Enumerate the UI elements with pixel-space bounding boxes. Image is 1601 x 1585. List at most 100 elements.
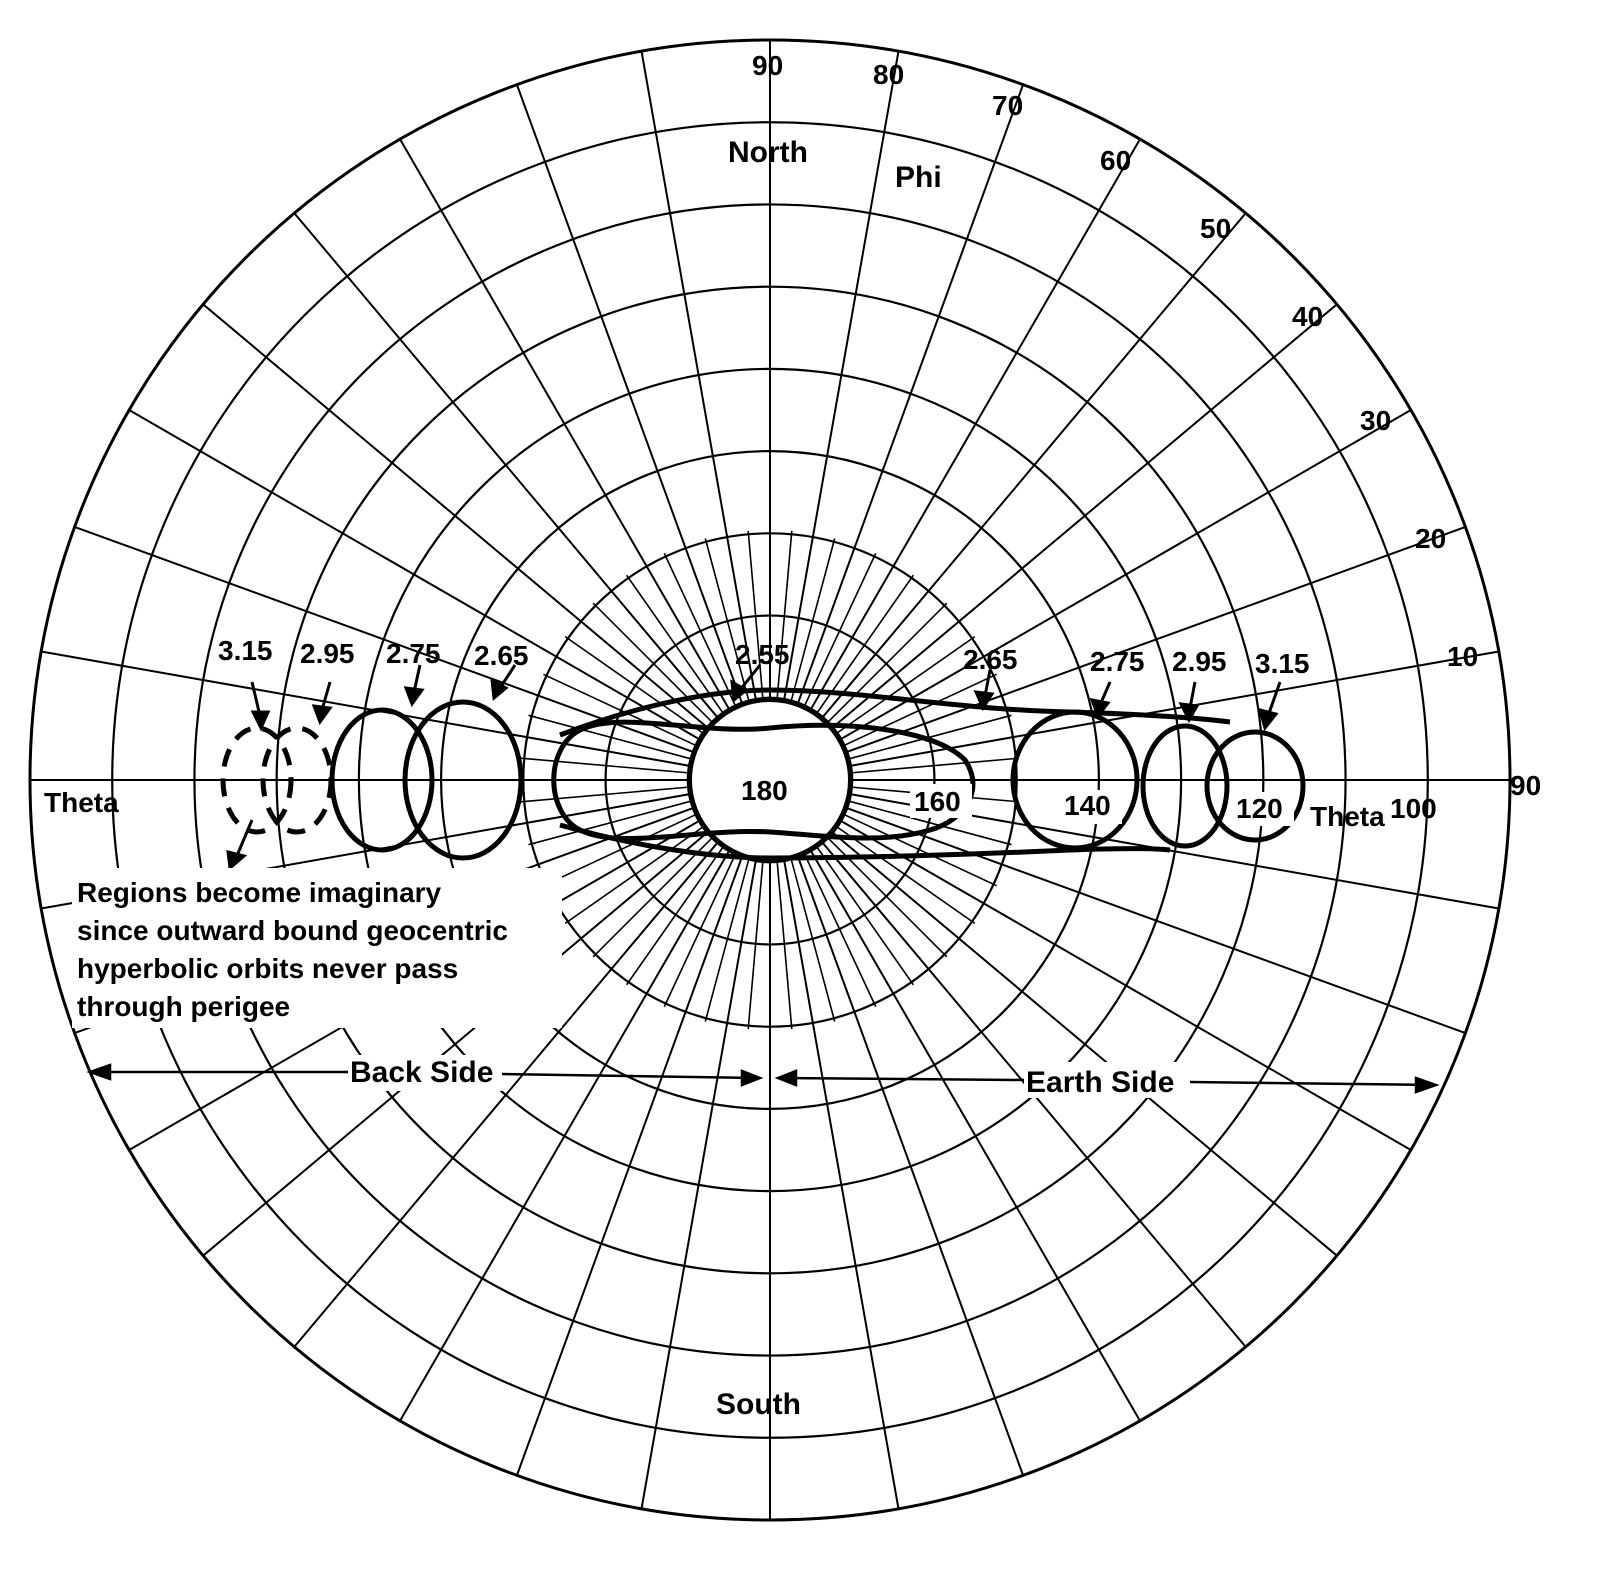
- phi-label-20: 20: [1415, 523, 1446, 554]
- grid-spoke: [202, 830, 710, 1257]
- annotation-line-3: hyperbolic orbits never pass: [77, 953, 458, 984]
- contour-2-95-right: [1140, 723, 1230, 849]
- annotation-line-2: since outward bound geocentric: [77, 915, 508, 946]
- grid-spoke-minor: [776, 859, 793, 1030]
- grid-spoke: [820, 212, 1247, 720]
- phi-label-70: 70: [992, 90, 1023, 121]
- side-labels: Back Side Earth Side: [348, 1055, 1190, 1099]
- polar-grid: [28, 38, 1512, 1522]
- phi-label: Phi: [895, 161, 942, 194]
- grid-spoke-minor: [592, 836, 714, 958]
- arrow-left-head: [86, 1063, 112, 1081]
- grid-spoke: [202, 303, 710, 730]
- south-label: South: [716, 1388, 801, 1421]
- phi-label-90-right: 90: [1510, 770, 1541, 801]
- contour-label-2-75-right: 2.75: [1090, 646, 1145, 677]
- contour-3-15-left: [220, 725, 294, 835]
- grid-spoke: [809, 848, 1141, 1422]
- phi-label-80: 80: [873, 59, 904, 90]
- phi-label-50: 50: [1200, 213, 1231, 244]
- contour-2-65-left-inner: [551, 719, 771, 842]
- theta-label-180: 180: [741, 775, 788, 806]
- theta-label-120: 120: [1236, 793, 1283, 824]
- grid-spoke: [848, 650, 1499, 768]
- grid-spoke: [640, 858, 758, 1509]
- grid-spoke-minor: [663, 553, 737, 708]
- grid-spoke: [293, 212, 720, 720]
- grid-spoke: [782, 858, 900, 1509]
- grid-spoke-minor: [803, 852, 877, 1007]
- grid-spoke-minor: [803, 553, 877, 708]
- grid-spoke: [796, 854, 1025, 1476]
- grid-spoke-minor: [789, 857, 836, 1022]
- grid-spoke-minor: [663, 852, 737, 1007]
- grid-spoke-minor: [835, 825, 976, 925]
- contour-2-75-right: [1010, 709, 1140, 851]
- phi-labels: 90 80 70 60 50 40 30 20 10 90: [752, 50, 1541, 801]
- grid-spoke: [293, 840, 720, 1348]
- grid-spoke: [830, 303, 1338, 730]
- arrow-right-head: [1414, 1076, 1440, 1094]
- theta-label-100: 100: [1390, 793, 1437, 824]
- grid-spoke: [515, 84, 744, 706]
- grid-spoke-minor: [528, 714, 693, 761]
- grid-spoke: [809, 138, 1141, 712]
- grid-spoke-minor: [747, 530, 764, 701]
- phi-label-10: 10: [1447, 641, 1478, 672]
- grid-spoke-minor: [826, 602, 948, 724]
- contour-label-2-55: 2.55: [735, 639, 790, 670]
- grid-spoke-minor: [564, 635, 705, 735]
- contour-label-2-65-right: 2.65: [963, 644, 1018, 675]
- grid-spoke-minor: [747, 859, 764, 1030]
- grid-spoke-minor: [528, 799, 693, 846]
- grid-spoke-minor: [543, 813, 698, 887]
- grid-spoke-minor: [847, 799, 1012, 846]
- back-side-label: Back Side: [350, 1056, 493, 1089]
- grid-spoke-minor: [520, 786, 691, 803]
- axis-labels: North Phi South Theta Theta: [44, 136, 1385, 1421]
- grid-spoke-minor: [704, 538, 751, 703]
- annotation: Regions become imaginary since outward b…: [72, 868, 562, 1028]
- theta-label-140: 140: [1064, 790, 1111, 821]
- phi-label-30: 30: [1360, 405, 1391, 436]
- label-pointers: [226, 664, 1282, 871]
- phi-label-60: 60: [1100, 145, 1131, 176]
- grid-spoke: [844, 525, 1466, 754]
- grid-spoke-minor: [842, 673, 997, 747]
- grid-spoke-minor: [520, 757, 691, 774]
- grid-spoke: [74, 525, 696, 754]
- contour-label-3-15-left: 3.15: [218, 635, 273, 666]
- contour-label-2-75-left: 2.75: [386, 638, 441, 669]
- grid-spoke-minor: [625, 574, 725, 715]
- contour-2-55-top: [559, 687, 1231, 738]
- grid-spoke: [844, 806, 1466, 1035]
- contour-2-65-left: [402, 699, 524, 861]
- grid-spoke: [838, 409, 1412, 741]
- side-arrows: [86, 1063, 1440, 1094]
- grid-spoke: [830, 830, 1338, 1257]
- theta-label-left: Theta: [44, 787, 119, 818]
- contour-label-2-95-right: 2.95: [1172, 646, 1227, 677]
- phi-label-40: 40: [1292, 301, 1323, 332]
- grid-spoke-minor: [849, 757, 1020, 774]
- grid-spoke-minor: [592, 602, 714, 724]
- grid-spoke-minor: [564, 825, 705, 925]
- contour-label-2-95-left: 2.95: [300, 638, 355, 669]
- grid-spoke-minor: [835, 635, 976, 735]
- grid-spoke: [640, 51, 758, 702]
- contour-label-3-15-right: 3.15: [1255, 648, 1310, 679]
- annotation-line-4: through perigee: [77, 991, 290, 1022]
- contour-3-15-right: [1204, 729, 1306, 843]
- phi-label-90: 90: [752, 50, 783, 81]
- grid-spoke: [515, 854, 744, 1476]
- grid-spoke-minor: [842, 813, 997, 887]
- grid-spoke-minor: [625, 845, 725, 986]
- grid-spoke: [782, 51, 900, 702]
- contour-2-55-bottom: [559, 822, 1171, 861]
- grid-spoke-minor: [776, 530, 793, 701]
- contour-labels: 3.15 2.95 2.75 2.65 2.55 2.65 2.75 2.95 …: [218, 635, 1310, 679]
- theta-label-right: Theta: [1310, 801, 1385, 832]
- north-label: North: [728, 136, 808, 169]
- grid-spoke-minor: [815, 845, 915, 986]
